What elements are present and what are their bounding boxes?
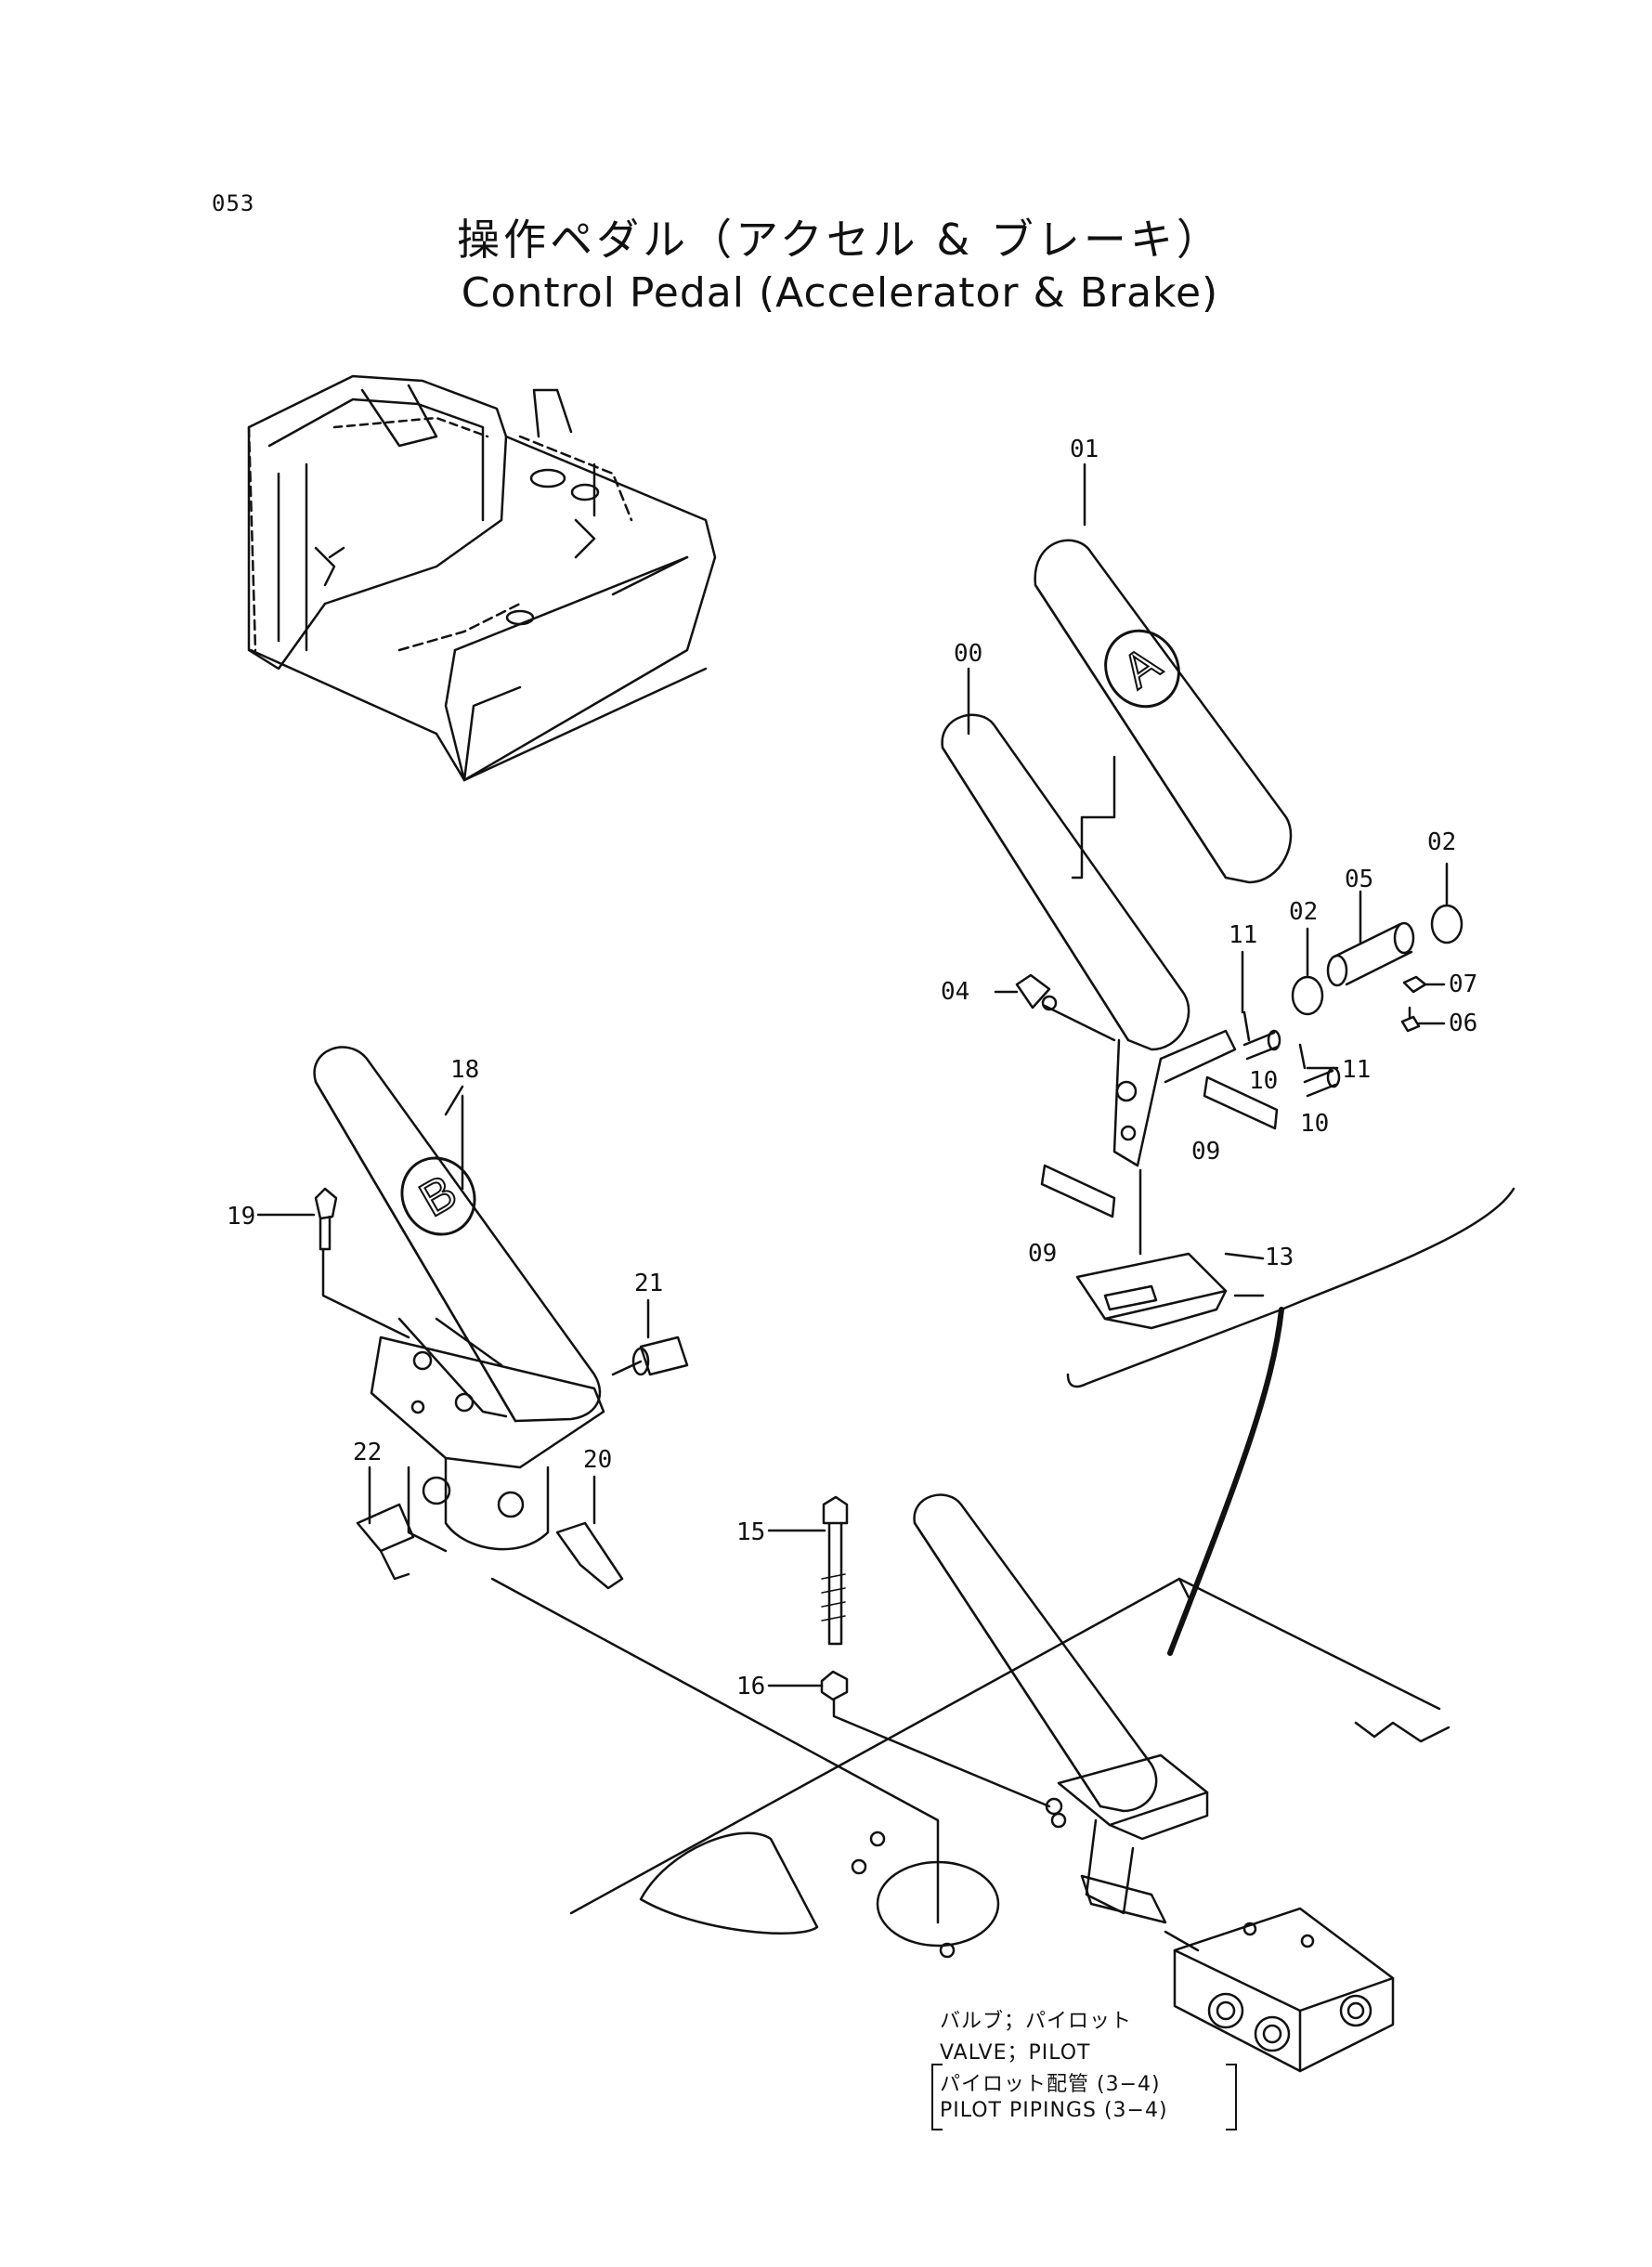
callout-21: 21	[634, 1270, 663, 1297]
callout-18: 18	[450, 1056, 479, 1084]
note-bracket-left	[931, 2064, 943, 2130]
callout-09-upper: 09	[1191, 1138, 1220, 1166]
accelerator-mark-circle	[1104, 629, 1180, 709]
callout-09-lower: 09	[1028, 1240, 1057, 1268]
callout-02-lower: 02	[1289, 898, 1318, 926]
callout-06: 06	[1449, 1010, 1477, 1037]
floor-plate-assembly	[569, 1493, 1450, 2073]
callout-22: 22	[353, 1439, 382, 1466]
callout-05: 05	[1345, 866, 1373, 893]
callout-02-upper: 02	[1427, 828, 1456, 856]
callout-20: 20	[583, 1446, 612, 1474]
note-valve-jp: バルブ；パイロット	[940, 2010, 1133, 2033]
callout-10-right: 10	[1300, 1110, 1329, 1138]
brake-mark-circle	[400, 1156, 476, 1236]
accelerator-mark: A	[1113, 636, 1171, 699]
brake-mark: B	[410, 1165, 465, 1228]
callout-15: 15	[736, 1518, 765, 1546]
page-number: 053	[212, 190, 255, 216]
callout-10-left: 10	[1249, 1067, 1278, 1095]
note-valve-en: VALVE；PILOT	[940, 2041, 1091, 2065]
callout-19: 19	[227, 1203, 255, 1231]
callout-11-lower: 11	[1342, 1056, 1371, 1084]
excavator-overview	[247, 374, 717, 782]
note-piping-jp: パイロット配管 (3−4)	[940, 2073, 1161, 2096]
callout-01: 01	[1070, 436, 1099, 463]
pedal-marks: A B	[400, 629, 1180, 1236]
callout-labels: 01 00 02 05 02 11 04 07 06 11 10 10 09 0…	[227, 436, 1477, 1700]
callout-13: 13	[1265, 1244, 1294, 1271]
callout-07: 07	[1449, 971, 1477, 998]
accelerator-pedal-assembly	[941, 463, 1515, 1656]
title-japanese: 操作ペダル（アクセル & ブレーキ）	[457, 215, 1223, 265]
callout-04: 04	[941, 978, 969, 1006]
note-piping-en: PILOT PIPINGS (3−4)	[940, 2099, 1168, 2122]
callout-11-upper: 11	[1229, 921, 1257, 949]
title-english: Control Pedal (Accelerator & Brake)	[461, 269, 1219, 317]
callout-16: 16	[736, 1673, 765, 1700]
note-bracket-right	[1226, 2064, 1237, 2130]
brake-pedal-assembly	[256, 1046, 940, 1924]
callout-00: 00	[954, 640, 982, 668]
